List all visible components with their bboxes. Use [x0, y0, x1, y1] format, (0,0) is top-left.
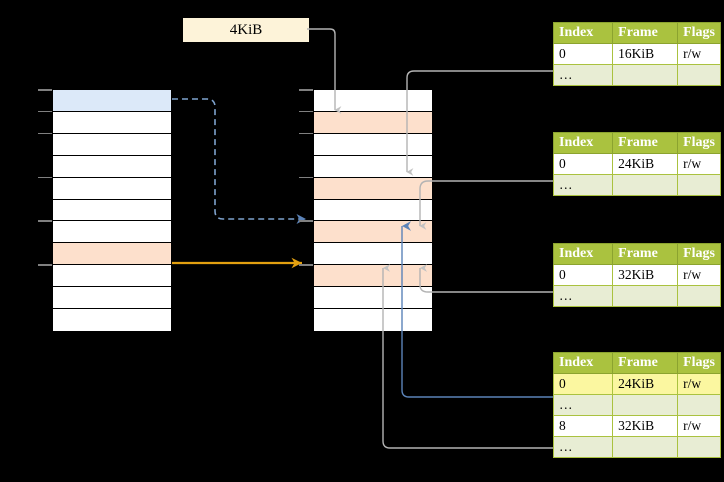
scale-tick: [299, 132, 313, 135]
scale-tick: [38, 264, 52, 266]
memory-cell[interactable]: [314, 199, 432, 222]
memory-cell[interactable]: [314, 111, 432, 134]
table-row[interactable]: 0 16KiB r/w: [552, 43, 721, 65]
cell-flags: r/w: [677, 415, 721, 437]
scale-tick: [299, 264, 313, 266]
cell-flags: r/w: [677, 43, 721, 65]
cell-flags: r/w: [677, 373, 721, 395]
cell-index: 0: [552, 264, 614, 286]
scale-tick: [38, 220, 52, 222]
cell-frame: 32KiB: [612, 415, 679, 437]
cell-frame: [612, 174, 679, 196]
memory-cell[interactable]: [53, 265, 171, 288]
column-header-index: Index: [552, 352, 614, 374]
cell-flags: [677, 64, 721, 86]
memory-cell[interactable]: [53, 199, 171, 222]
scale-tick: [38, 89, 52, 91]
column-header-frame: Frame: [612, 243, 679, 265]
page-table-2: Index Frame Flags 0 24KiB r/w …: [552, 132, 721, 196]
memory-cell[interactable]: [314, 133, 432, 156]
cell-frame: 24KiB: [612, 373, 679, 395]
cell-flags: [677, 394, 721, 416]
table-header-row: Index Frame Flags: [552, 22, 721, 44]
scale-tick: [38, 110, 52, 113]
table-row[interactable]: …: [552, 174, 721, 196]
table-header-row: Index Frame Flags: [552, 132, 721, 154]
memory-cell[interactable]: [314, 243, 432, 266]
cell-frame: [612, 394, 679, 416]
scale-tick: [38, 132, 52, 135]
memory-cell[interactable]: [53, 133, 171, 156]
memory-cell[interactable]: [314, 265, 432, 288]
column-header-index: Index: [552, 132, 614, 154]
column-header-flags: Flags: [677, 132, 721, 154]
memory-cell[interactable]: [314, 221, 432, 244]
scale-tick: [299, 110, 313, 113]
cell-frame: 16KiB: [612, 43, 679, 65]
cell-flags: [677, 436, 721, 458]
cell-index: 0: [552, 43, 614, 65]
memory-cell[interactable]: [314, 177, 432, 200]
cell-index: 8: [552, 415, 614, 437]
cell-index: …: [552, 436, 614, 458]
cell-frame: 24KiB: [612, 153, 679, 175]
column-header-flags: Flags: [677, 243, 721, 265]
column-header-frame: Frame: [612, 132, 679, 154]
table-row[interactable]: 8 32KiB r/w: [552, 415, 721, 437]
column-header-index: Index: [552, 243, 614, 265]
memory-cell[interactable]: [53, 221, 171, 244]
table-row[interactable]: …: [552, 394, 721, 416]
column-header-flags: Flags: [677, 22, 721, 44]
column-header-frame: Frame: [612, 22, 679, 44]
table-row[interactable]: 0 32KiB r/w: [552, 264, 721, 286]
memory-cell[interactable]: [53, 309, 171, 331]
table-row[interactable]: 0 24KiB r/w: [552, 153, 721, 175]
page-size-label: 4KiB: [183, 18, 309, 42]
memory-cell[interactable]: [53, 243, 171, 266]
memory-cell[interactable]: [314, 155, 432, 178]
scale-tick: [38, 176, 52, 179]
physical-memory-column: [313, 89, 433, 331]
memory-cell[interactable]: [53, 155, 171, 178]
column-header-frame: Frame: [612, 352, 679, 374]
memory-cell[interactable]: [53, 177, 171, 200]
cell-frame: [612, 436, 679, 458]
memory-cell[interactable]: [53, 111, 171, 134]
cell-frame: [612, 285, 679, 307]
scale-tick: [299, 176, 313, 179]
table-row[interactable]: …: [552, 285, 721, 307]
page-table-1: Index Frame Flags 0 16KiB r/w …: [552, 22, 721, 86]
page-table-3: Index Frame Flags 0 32KiB r/w …: [552, 243, 721, 307]
cell-index: …: [552, 174, 614, 196]
table-header-row: Index Frame Flags: [552, 243, 721, 265]
memory-cell[interactable]: [314, 309, 432, 331]
scale-tick: [299, 220, 313, 222]
scale-tick: [299, 89, 313, 91]
virtual-address-space-column: [52, 89, 172, 331]
column-header-index: Index: [552, 22, 614, 44]
table-header-row: Index Frame Flags: [552, 352, 721, 374]
cell-index: 0: [552, 373, 614, 395]
cell-index: …: [552, 64, 614, 86]
memory-cell[interactable]: [314, 287, 432, 310]
cell-frame: [612, 64, 679, 86]
cell-flags: [677, 174, 721, 196]
column-header-flags: Flags: [677, 352, 721, 374]
memory-cell[interactable]: [53, 287, 171, 310]
cell-frame: 32KiB: [612, 264, 679, 286]
table-row[interactable]: 0 24KiB r/w: [552, 373, 721, 395]
cell-flags: r/w: [677, 153, 721, 175]
cell-index: …: [552, 394, 614, 416]
cell-index: …: [552, 285, 614, 307]
cell-index: 0: [552, 153, 614, 175]
memory-cell[interactable]: [53, 90, 171, 112]
cell-flags: [677, 285, 721, 307]
cell-flags: r/w: [677, 264, 721, 286]
memory-cell[interactable]: [314, 90, 432, 112]
table-row[interactable]: …: [552, 64, 721, 86]
page-table-4: Index Frame Flags 0 24KiB r/w … 8 32KiB …: [552, 352, 721, 458]
table-row[interactable]: …: [552, 436, 721, 458]
